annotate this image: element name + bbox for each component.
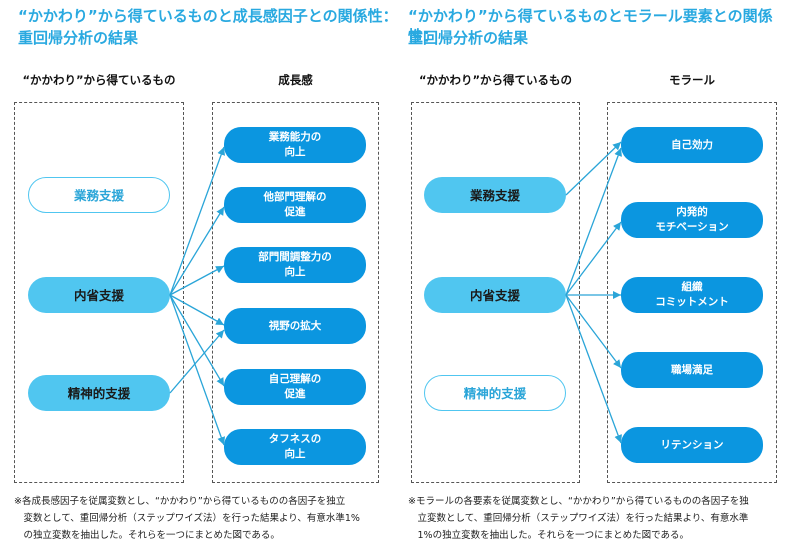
left-title-line1: “かかわり”から得ているものと成長感因子との関係性：	[18, 7, 398, 25]
right-target-label: リテンション	[660, 438, 724, 451]
right-target-label: 組織 コミットメント	[655, 281, 729, 308]
left-target-label: 自己理解の 促進	[268, 373, 322, 400]
left-target-other-dept-understanding: 他部門理解の 促進	[224, 187, 366, 223]
left-source-label: 内省支援	[73, 287, 124, 303]
right-source-label: 業務支援	[469, 187, 520, 203]
left-source-emotional-support: 精神的支援	[28, 375, 170, 411]
left-title-line2: 重回帰分析の結果	[18, 29, 139, 47]
left-source-header: “かかわり”から得ているもの	[22, 73, 176, 87]
right-source-emotional-support: 精神的支援	[424, 375, 566, 411]
left-arrow-reflection-to-toughness	[169, 294, 226, 446]
left-target-coordination-ability: 部門間調整力の 向上	[224, 247, 366, 283]
left-arrow-reflection-to-perspective	[169, 294, 225, 326]
left-target-work-ability: 業務能力の 向上	[224, 127, 366, 163]
left-arrow-reflection-to-self-understanding	[169, 294, 225, 387]
left-arrow-reflection-to-other-dept	[169, 206, 225, 296]
right-arrow-reflection-to-retention	[565, 294, 622, 444]
left-source-label: 業務支援	[73, 187, 124, 203]
right-source-label: 精神的支援	[463, 385, 527, 401]
right-source-business-support: 業務支援	[424, 177, 566, 213]
right-target-label: 職場満足	[671, 363, 713, 376]
left-arrow-emotional-to-perspective	[169, 329, 225, 394]
left-target-label: タフネスの 向上	[268, 433, 322, 460]
right-source-header: “かかわり”から得ているもの	[418, 73, 573, 87]
right-source-label: 内省支援	[469, 287, 520, 303]
left-arrow-reflection-to-coordination	[169, 265, 225, 296]
right-title-line1: “かかわり”から得ているものとモラール要素との関係性：	[408, 7, 773, 45]
left-source-reflection-support: 内省支援	[28, 277, 170, 313]
right-arrow-reflection-to-motivation	[565, 221, 622, 296]
left-footnote: ※各成長感因子を従属変数とし、“かかわり”から得ているものの各因子を独立 変数と…	[14, 496, 360, 541]
right-target-intrinsic-motivation: 内発的 モチベーション	[621, 202, 763, 238]
left-target-self-understanding: 自己理解の 促進	[224, 369, 366, 405]
left-target-label: 部門間調整力の 向上	[258, 251, 332, 278]
right-footnote: ※モラールの各要素を従属変数とし、“かかわり”から得ているものの各因子を独 立変…	[408, 496, 749, 541]
left-target-label: 業務能力の 向上	[268, 131, 322, 158]
left-source-group	[14, 102, 184, 483]
right-target-self-efficacy: 自己効力	[621, 127, 763, 163]
left-source-business-support: 業務支援	[28, 177, 170, 213]
right-target-retention: リテンション	[621, 427, 763, 463]
left-target-broader-perspective: 視野の拡大	[224, 308, 366, 344]
left-target-label: 他部門理解の 促進	[263, 191, 327, 218]
left-target-header: 成長感	[278, 73, 313, 87]
right-source-group	[411, 102, 580, 483]
right-source-reflection-support: 内省支援	[424, 277, 566, 313]
right-target-label: 内発的 モチベーション	[655, 206, 729, 233]
left-target-label: 視野の拡大	[268, 319, 322, 332]
left-target-group	[212, 102, 379, 483]
right-target-header: モラール	[669, 73, 715, 87]
right-arrow-reflection-to-satisfaction	[565, 294, 622, 369]
left-target-toughness: タフネスの 向上	[224, 429, 366, 465]
right-target-group	[607, 102, 777, 483]
right-title-line2: 重回帰分析の結果	[408, 29, 529, 47]
right-target-job-satisfaction: 職場満足	[621, 352, 763, 388]
right-arrow-reflection-to-self-efficacy	[565, 147, 622, 296]
right-target-org-commitment: 組織 コミットメント	[621, 277, 763, 313]
right-target-label: 自己効力	[671, 138, 713, 151]
left-source-label: 精神的支援	[67, 385, 131, 401]
right-arrow-business-to-self-efficacy	[565, 141, 622, 196]
left-arrow-reflection-to-work-ability	[169, 146, 226, 296]
